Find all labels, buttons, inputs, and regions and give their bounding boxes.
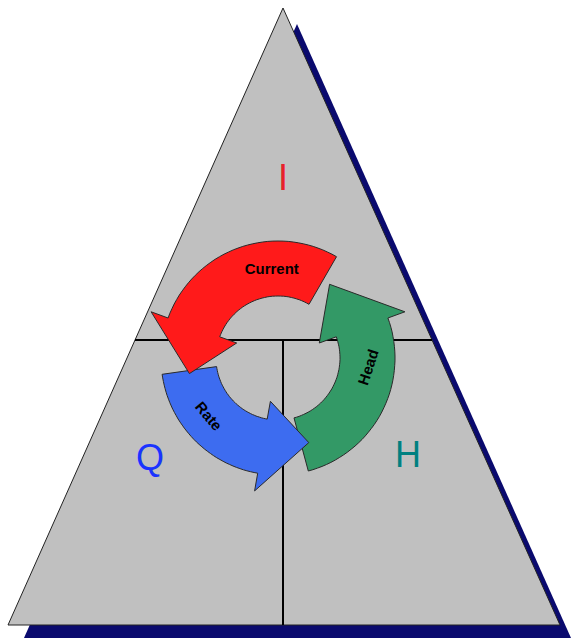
triangle bbox=[8, 8, 560, 625]
divider-line bbox=[282, 340, 284, 625]
head-symbol: H bbox=[395, 437, 421, 473]
arrow-shape bbox=[162, 367, 309, 491]
current-arrow: Current bbox=[148, 238, 340, 377]
arrow-outline bbox=[291, 281, 408, 475]
rate-symbol: Q bbox=[136, 440, 164, 476]
arrow-outline bbox=[148, 238, 340, 377]
arrow-label: Current bbox=[245, 261, 299, 276]
arrow-outline bbox=[159, 363, 312, 494]
rate-arrow: Rate bbox=[159, 363, 312, 494]
head-arrow: Head bbox=[291, 281, 408, 475]
arrow-shape bbox=[151, 241, 336, 374]
current-symbol: I bbox=[278, 160, 288, 196]
arrow-shape bbox=[294, 284, 405, 471]
